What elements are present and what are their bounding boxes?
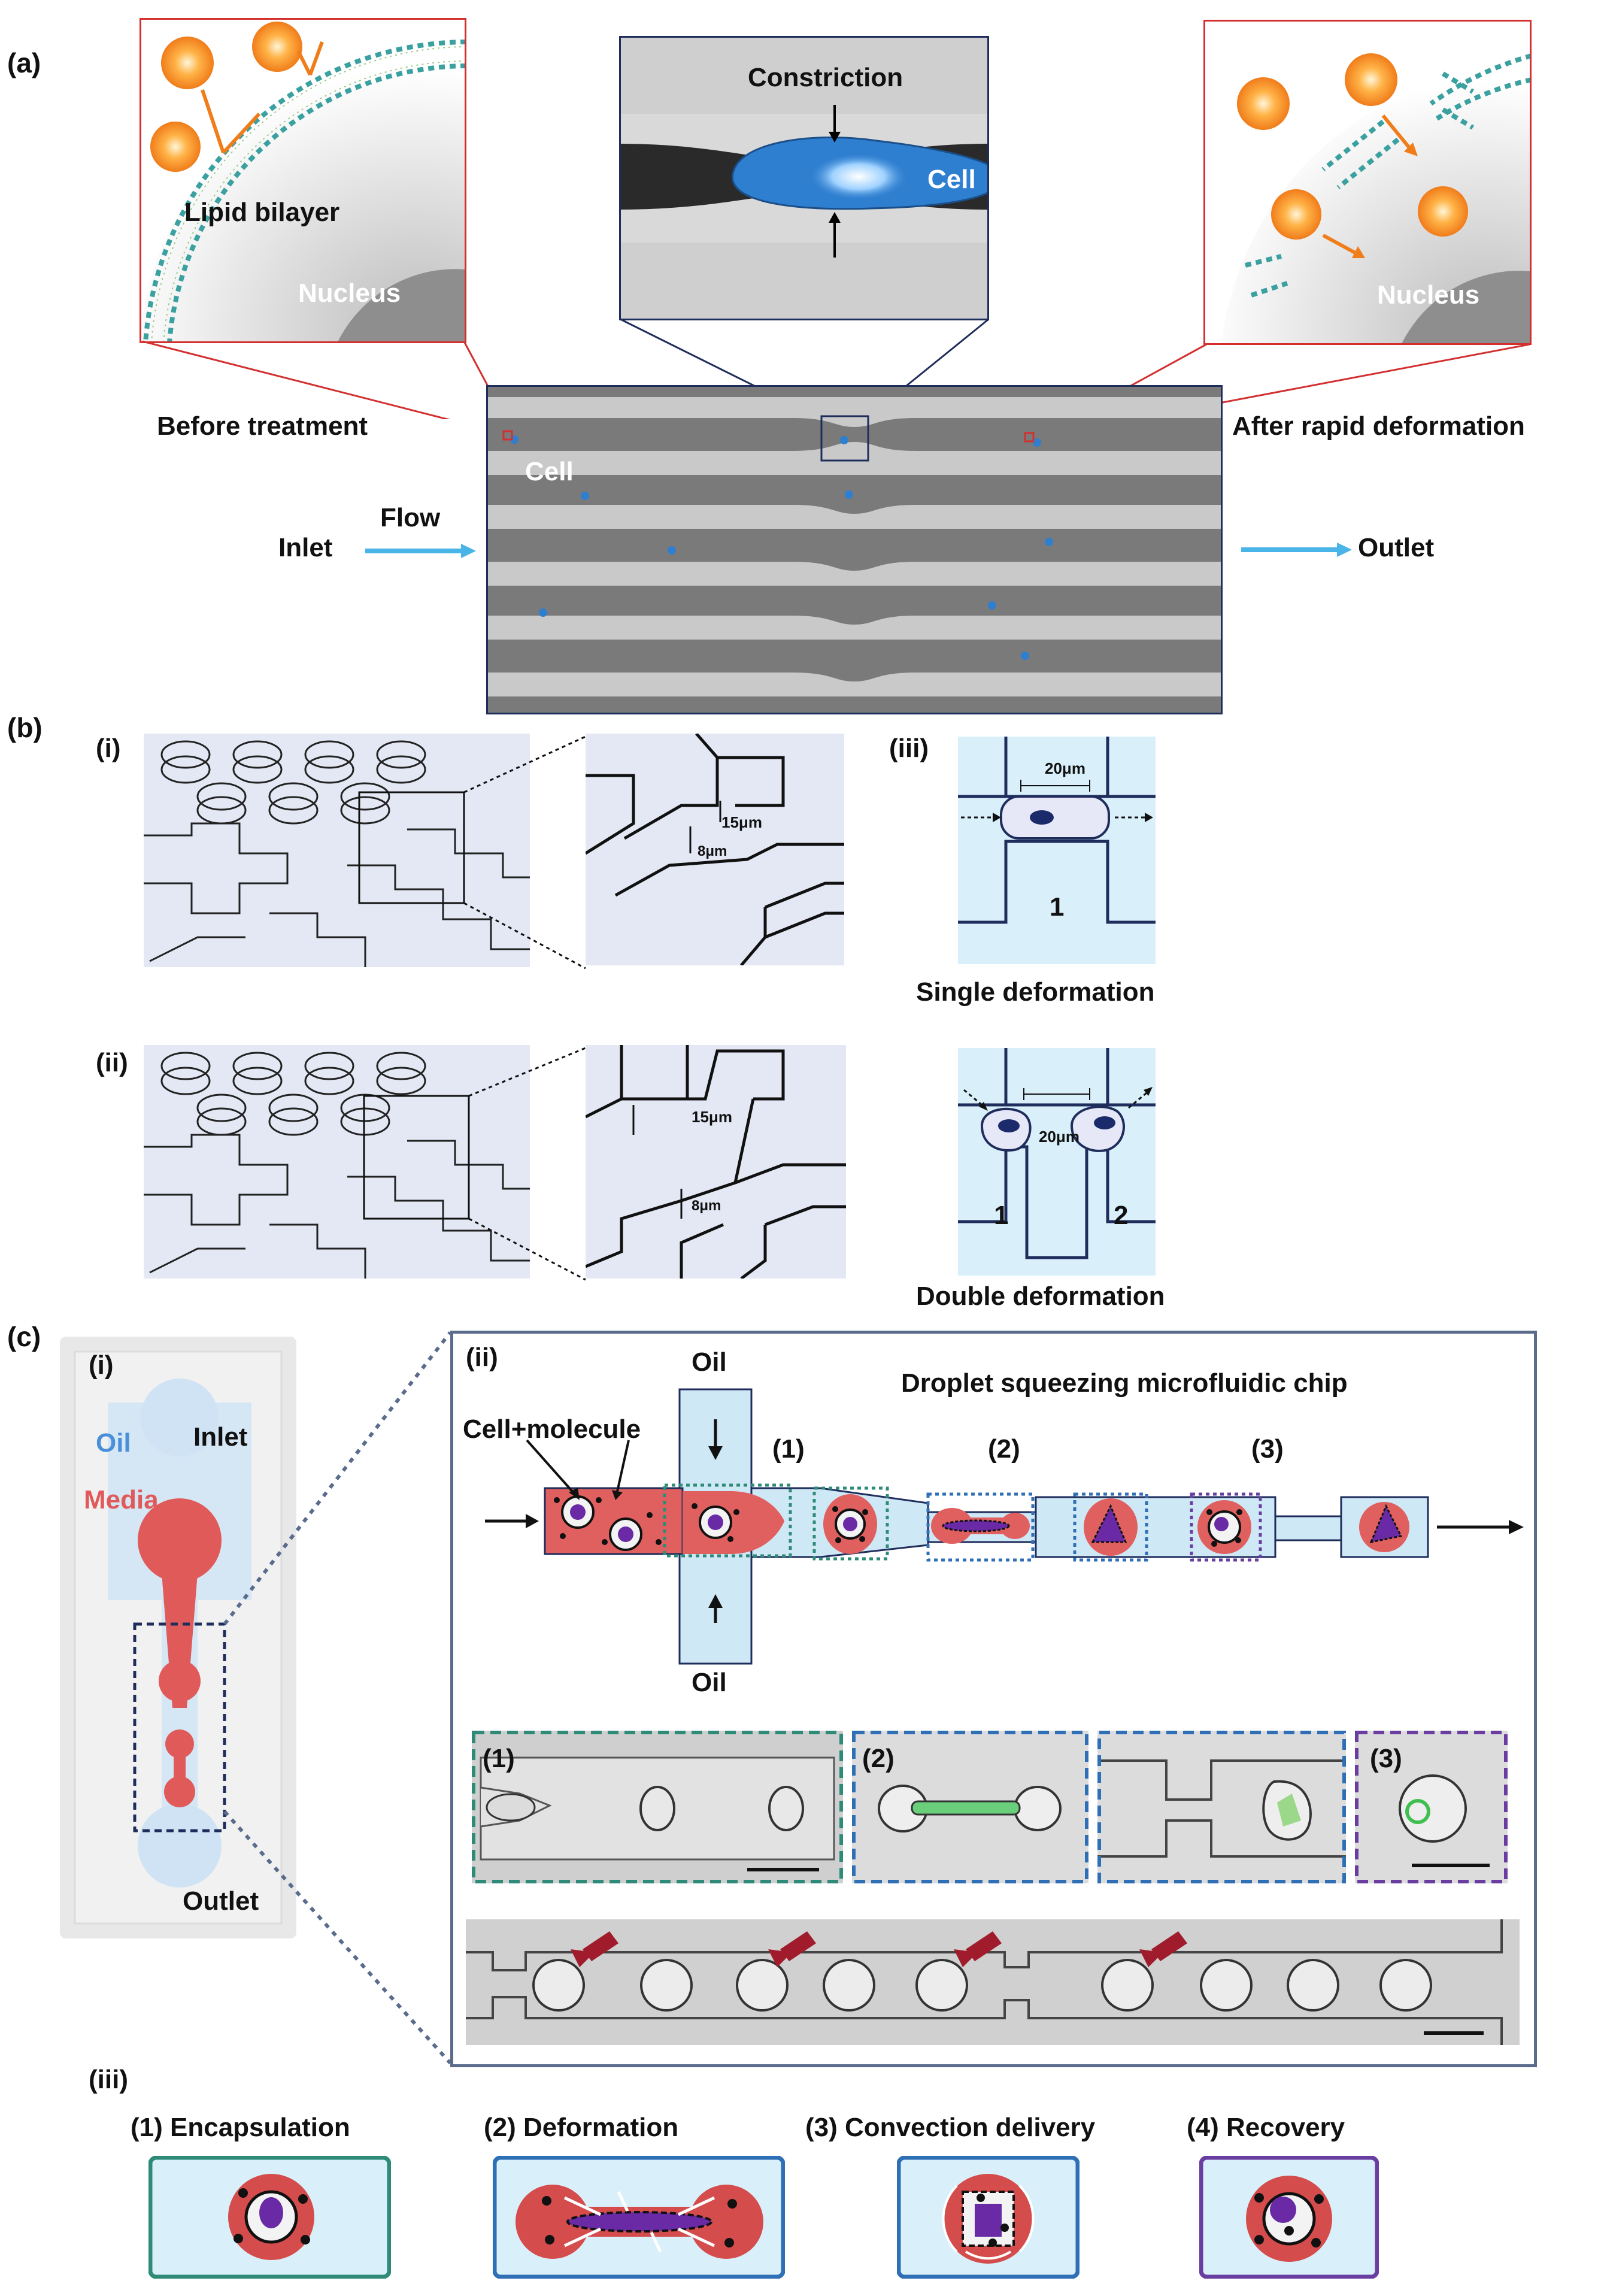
step3-label: (3) <box>1251 1434 1284 1464</box>
oil-bottom-label: Oil <box>692 1668 727 1697</box>
double-deformation-caption: Double deformation <box>916 1282 1165 1311</box>
micrograph-long <box>466 1919 1520 2045</box>
single-deformation-caption: Single deformation <box>916 977 1155 1007</box>
after-deformation-label: After rapid deformation <box>1232 411 1525 441</box>
panel-b-letter: (b) <box>7 712 43 743</box>
device-3d-single <box>144 734 530 967</box>
device-3d-double <box>144 1045 530 1279</box>
panel-c-iii-label: (iii) <box>89 2065 128 2094</box>
cell-label-inset: Cell <box>927 165 976 194</box>
before-treatment-label: Before treatment <box>157 411 368 441</box>
lipid-bilayer-label: Lipid bilayer <box>184 198 340 227</box>
step-recovery-label: (4) Recovery <box>1187 2113 1345 2142</box>
panel-b-iii-label: (iii) <box>889 734 929 763</box>
cell-label-channel: Cell <box>525 457 574 486</box>
zoom-double-constriction <box>586 1045 846 1279</box>
step1-label: (1) <box>772 1434 805 1464</box>
micrograph-1-label: (1) <box>483 1744 515 1773</box>
outlet-label: Outlet <box>1358 533 1435 562</box>
chip-outlet-label: Outlet <box>183 1886 259 1916</box>
double-deformation-schematic <box>958 1048 1156 1276</box>
inset-after-deformation: Nucleus <box>1203 19 1533 346</box>
droplet-chip-schematic <box>485 1388 1524 1665</box>
micrograph-3-label: (3) <box>1370 1744 1402 1773</box>
panel-c-letter: (c) <box>7 1321 41 1352</box>
constriction-label: Constriction <box>748 63 903 92</box>
panel-c-i-label: (i) <box>89 1350 114 1380</box>
dim-20um-single: 20μm <box>1045 759 1085 777</box>
dim-8um-double: 8μm <box>692 1198 721 1214</box>
droplet-chip-panel <box>450 1331 1537 2067</box>
chip-overview <box>60 1337 296 1938</box>
panel-b-ii-label: (ii) <box>96 1048 128 1077</box>
step-encapsulation-label: (1) Encapsulation <box>131 2113 350 2142</box>
droplet-chip-title: Droplet squeezing microfluidic chip <box>901 1368 1348 1398</box>
zoom-single-constriction <box>586 734 844 965</box>
double-position-1: 1 <box>994 1201 1009 1230</box>
cell-molecule-label: Cell+molecule <box>463 1414 641 1444</box>
step-deformation-label: (2) Deformation <box>484 2113 679 2142</box>
dim-20um-double: 20μm <box>1039 1128 1080 1146</box>
double-position-2: 2 <box>1114 1201 1129 1230</box>
inset-connectors <box>142 319 1530 419</box>
chip-oil-label: Oil <box>96 1428 131 1458</box>
step-encapsulation-diagram <box>148 2156 391 2279</box>
panel-b-i-label: (i) <box>96 734 121 763</box>
panel-c-ii-label: (ii) <box>466 1343 498 1372</box>
chip-media-label: Media <box>84 1485 159 1514</box>
inset-constriction: Constriction Cell <box>618 35 1003 321</box>
panel-a-letter: (a) <box>7 47 41 78</box>
dim-8um-single: 8μm <box>698 843 727 859</box>
inset-before-treatment: Lipid bilayer Nucleus <box>139 17 467 344</box>
flow-label: Flow <box>380 503 441 532</box>
dim-15um-single: 15μm <box>721 813 762 831</box>
nucleus-label-right: Nucleus <box>1377 280 1480 310</box>
nucleus-label-left: Nucleus <box>298 278 401 308</box>
inlet-arrow-icon <box>365 544 476 558</box>
channel-micrograph: Cell <box>486 385 1223 714</box>
single-deformation-schematic <box>958 737 1156 964</box>
oil-top-label: Oil <box>692 1347 727 1377</box>
step-recovery-diagram <box>1199 2156 1379 2279</box>
inlet-label: Inlet <box>278 533 333 562</box>
zoom-lines-chip <box>223 1331 452 2065</box>
outlet-arrow-icon <box>1241 543 1352 557</box>
micrograph-row <box>472 1731 1508 1883</box>
micrograph-2-label: (2) <box>862 1744 894 1773</box>
step2-label: (2) <box>988 1434 1020 1464</box>
step-convection-label: (3) Convection delivery <box>805 2113 1096 2142</box>
zoom-lines-single <box>463 735 586 970</box>
step-deformation-diagram <box>493 2156 785 2279</box>
single-position-1: 1 <box>1050 892 1065 922</box>
dim-15um-double: 15μm <box>692 1108 732 1126</box>
zoom-lines-double <box>468 1047 586 1281</box>
step-convection-diagram <box>897 2156 1080 2279</box>
chip-inlet-label: Inlet <box>193 1422 248 1452</box>
